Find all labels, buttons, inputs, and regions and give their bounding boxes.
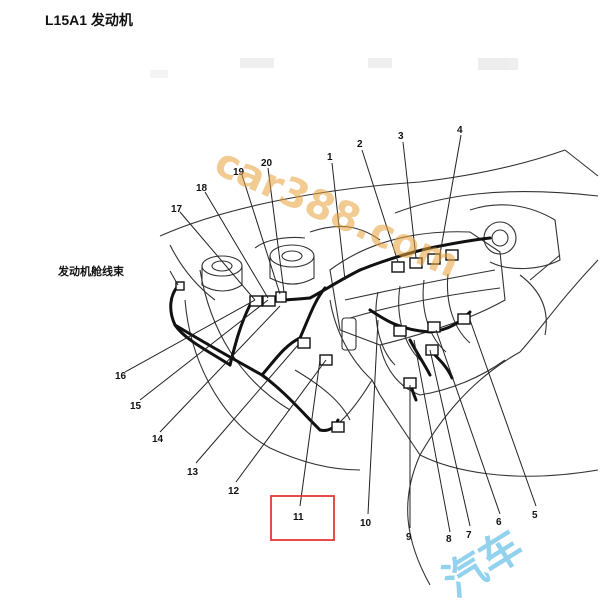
callout-10: 10 — [360, 518, 372, 529]
harness-label: 发动机舱线束 — [57, 264, 125, 278]
harness-connectors — [175, 249, 471, 433]
callout-8: 8 — [446, 534, 452, 545]
harness-leader — [169, 270, 179, 286]
callout-11: 11 — [293, 512, 304, 523]
leader-lines — [124, 134, 537, 533]
callout-7: 7 — [466, 530, 472, 541]
callout-4: 4 — [457, 125, 463, 136]
callout-9: 9 — [406, 532, 412, 543]
callout-3: 3 — [398, 131, 404, 142]
callout-12: 12 — [228, 486, 240, 497]
callout-numbers: 1 2 3 4 5 6 7 8 9 10 11 12 13 14 15 16 1… — [115, 125, 538, 545]
callout-2: 2 — [357, 139, 363, 150]
page-title: L15A1 发动机 — [45, 12, 133, 28]
faint-header-marks — [150, 58, 518, 78]
callout-16: 16 — [115, 371, 127, 382]
callout-15: 15 — [130, 401, 142, 412]
callout-18: 18 — [196, 183, 208, 194]
callout-20: 20 — [261, 158, 273, 169]
callout-17: 17 — [171, 204, 183, 215]
highlight-box-callout-11 — [270, 495, 335, 541]
callout-13: 13 — [187, 467, 199, 478]
callout-14: 14 — [152, 434, 164, 445]
callout-5: 5 — [532, 510, 538, 521]
callout-1: 1 — [327, 152, 333, 163]
watermark-blue: 汽车 — [434, 520, 531, 602]
callout-19: 19 — [233, 167, 245, 178]
callout-6: 6 — [496, 517, 502, 528]
